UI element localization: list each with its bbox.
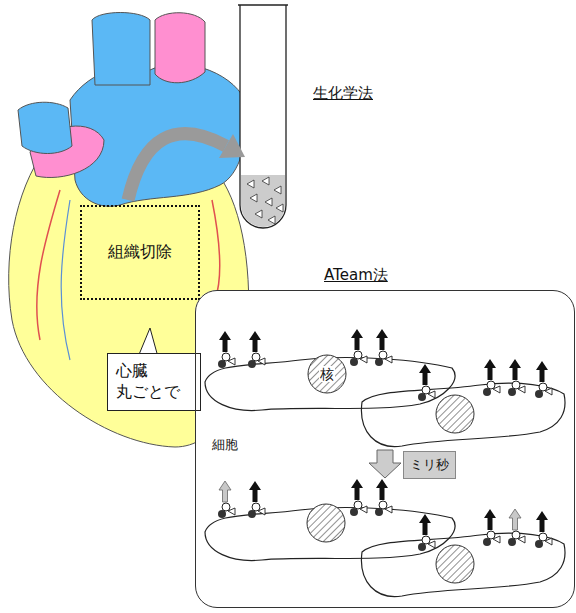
excision-box-text: 組織切除 [108, 242, 172, 263]
atp-sensor-arrow [535, 511, 552, 548]
callout-box: 心臓 丸ごとで [107, 353, 201, 411]
transfer-arrow-shaft [128, 134, 226, 200]
coronary-vein [61, 200, 70, 360]
atp-sensor-arrow [350, 329, 367, 366]
transfer-arrow-head [219, 134, 245, 158]
atp-sensor-arrow [418, 364, 435, 401]
atp-sensor-arrow [350, 479, 367, 516]
cell-outline [361, 533, 565, 596]
atp-sensor-arrow [508, 359, 525, 396]
nucleus-circle [436, 395, 474, 433]
time-box-text: ミリ秒 [410, 456, 449, 474]
nucleus-circle [307, 504, 345, 542]
molecule-marks [247, 177, 283, 224]
callout-box-text: 心臓 丸ごとで [116, 361, 192, 403]
atp-sensor-arrow [508, 509, 525, 546]
nucleus-circle [308, 355, 346, 393]
atp-sensor-arrow [218, 481, 235, 518]
method-label: 生化学法 [313, 84, 373, 103]
atp-sensor-arrow [375, 329, 392, 366]
atp-sensor-arrow [248, 481, 265, 518]
time-arrow [369, 450, 401, 478]
atp-sensor-arrow [535, 361, 552, 398]
transfer-arrow [128, 134, 245, 200]
method-panel-text: ATeam法 [324, 266, 388, 285]
cell-label: 細胞 [212, 436, 238, 454]
cells-before [205, 329, 565, 447]
tube-sample [241, 175, 285, 227]
test-tube [238, 5, 288, 228]
vena-cava [18, 102, 72, 153]
pulmonary-artery [155, 13, 205, 83]
tube-body [240, 5, 286, 228]
nucleus-circle-text: 核 [319, 366, 335, 382]
atp-sensor-arrow [418, 514, 435, 551]
nucleus-circle [436, 545, 474, 583]
atp-sensor-arrow [375, 479, 392, 516]
time-box: ミリ秒 [403, 451, 456, 479]
atp-sensor-arrow [483, 359, 500, 396]
coronary-artery [37, 190, 60, 340]
panel-ground [195, 290, 575, 608]
nucleus-circle: 核 [307, 354, 347, 394]
atp-sensor-arrow [218, 331, 235, 368]
tube-rim [238, 4, 288, 5]
cells-after [205, 479, 565, 597]
excision-box: 組織切除 [80, 205, 200, 300]
method-panel: 核ミリ秒ATeam法 [195, 290, 575, 608]
atp-sensor-arrow [248, 331, 265, 368]
coronary-artery [212, 200, 220, 300]
aorta [92, 13, 150, 86]
cell-outline [361, 383, 565, 446]
atp-sensor-arrow [483, 509, 500, 546]
